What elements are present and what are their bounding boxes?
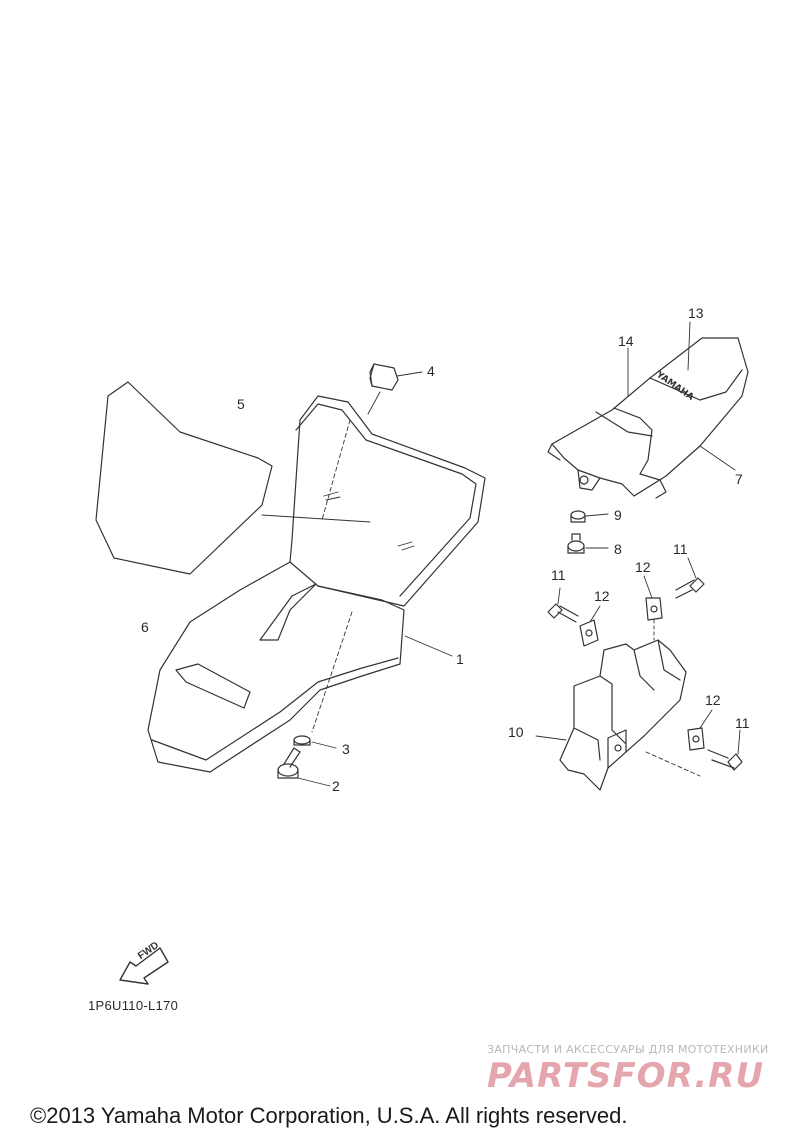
callout-1: 1 [456, 651, 464, 667]
collar-part-3 [293, 735, 337, 749]
watermark-tagline: ЗАПЧАСТИ И АКСЕССУАРЫ ДЛЯ МОТОТЕХНИКИ [487, 1043, 769, 1056]
callout-8: 8 [614, 541, 622, 557]
panel-part-5 [95, 381, 273, 575]
forward-arrow-icon [119, 947, 169, 985]
callout-11-b: 11 [673, 541, 688, 557]
watermark-logo: PARTSFOR.RU [487, 1056, 765, 1096]
seat-cover-part-7 [547, 321, 749, 499]
callout-14: 14 [618, 333, 634, 349]
bolt-part-8 [567, 533, 609, 554]
callout-3: 3 [342, 741, 350, 757]
callout-6: 6 [141, 619, 149, 635]
callout-12-c: 12 [705, 692, 721, 708]
copyright-notice: ©2013 Yamaha Motor Corporation, U.S.A. A… [30, 1103, 628, 1128]
bolt-part-11-b [675, 557, 705, 599]
callout-2: 2 [332, 778, 340, 794]
diagram-part-code: 1P6U110-L170 [88, 998, 179, 1013]
callout-12-b: 12 [635, 559, 651, 575]
bolt-part-2 [277, 747, 331, 787]
front-cover-part-1 [147, 395, 486, 773]
callout-4: 4 [427, 363, 435, 379]
bracket-part-10 [535, 639, 701, 791]
grommet-part-4 [367, 363, 423, 415]
nut-part-12-a [579, 605, 601, 647]
callout-11-c: 11 [735, 715, 750, 731]
collar-part-9 [570, 510, 609, 523]
bolt-part-11-c [707, 729, 743, 771]
callout-13: 13 [688, 305, 704, 321]
callout-9: 9 [614, 507, 622, 523]
callout-10: 10 [508, 724, 524, 740]
bolt-part-11-a [547, 587, 579, 623]
nut-part-12-b [643, 575, 663, 641]
nut-part-12-c [687, 709, 713, 751]
callout-7: 7 [735, 471, 743, 487]
callout-5: 5 [237, 396, 245, 412]
callout-12-a: 12 [594, 588, 610, 604]
callout-11-a: 11 [551, 567, 566, 583]
